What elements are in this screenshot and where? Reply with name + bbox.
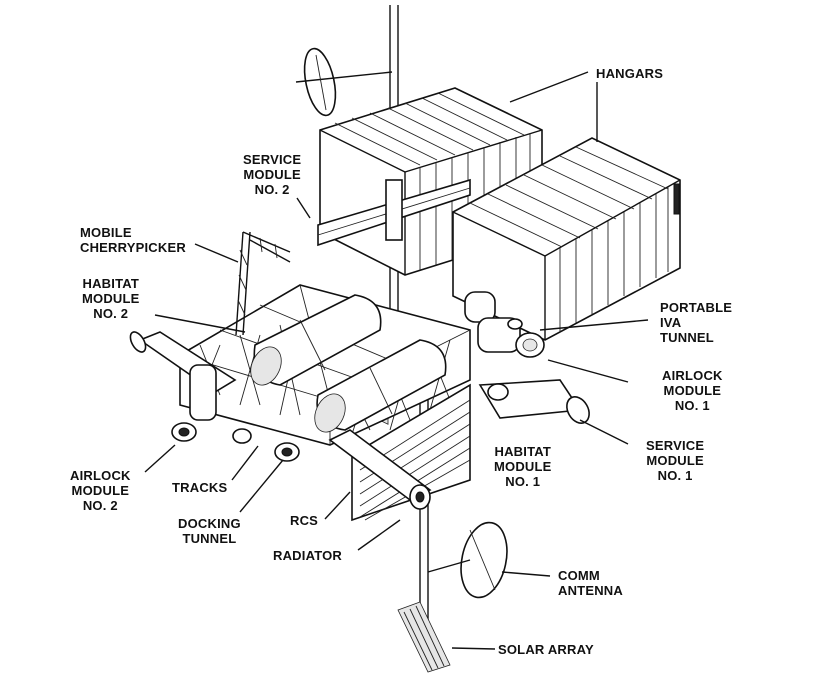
habitat-module-2	[250, 294, 382, 386]
label-rcs: RCS	[290, 513, 319, 528]
label-mobile-cherrypicker: MOBILE CHERRYPICKER	[80, 225, 186, 255]
service-module-2-panel	[317, 178, 471, 247]
label-service-module-2: SERVICE MODULE NO. 2	[243, 152, 302, 197]
label-solar-array: SOLAR ARRAY	[498, 642, 594, 657]
solar-array	[397, 601, 451, 673]
portable-iva-tunnel	[464, 291, 545, 358]
label-portable-iva-tunnel: PORTABLE IVA TUNNEL	[660, 300, 733, 345]
label-airlock-module-1: AIRLOCK MODULE NO. 1	[662, 368, 723, 413]
hangar-2	[452, 137, 681, 341]
lower-boom	[328, 429, 432, 510]
label-tracks: TRACKS	[172, 480, 228, 495]
label-comm-antenna: COMM ANTENNA	[558, 568, 623, 598]
habitat-module-1	[314, 339, 447, 433]
comm-antenna-dish	[427, 521, 508, 599]
label-service-module-1: SERVICE MODULE NO. 1	[646, 438, 705, 483]
top-dish-antenna	[295, 47, 393, 117]
leader-lines	[144, 71, 649, 650]
label-radiator: RADIATOR	[273, 548, 343, 563]
label-habitat-module-1: HABITAT MODULE NO. 1	[494, 444, 552, 489]
label-airlock-module-2: AIRLOCK MODULE NO. 2	[70, 468, 131, 513]
label-docking-tunnel: DOCKING TUNNEL	[178, 516, 241, 546]
left-arm	[129, 331, 300, 462]
radiator	[351, 383, 471, 522]
label-hangars: HANGARS	[596, 66, 664, 81]
mobile-cherrypicker	[235, 231, 291, 336]
right-arm	[478, 379, 590, 424]
label-habitat-module-2: HABITAT MODULE NO. 2	[82, 276, 140, 321]
